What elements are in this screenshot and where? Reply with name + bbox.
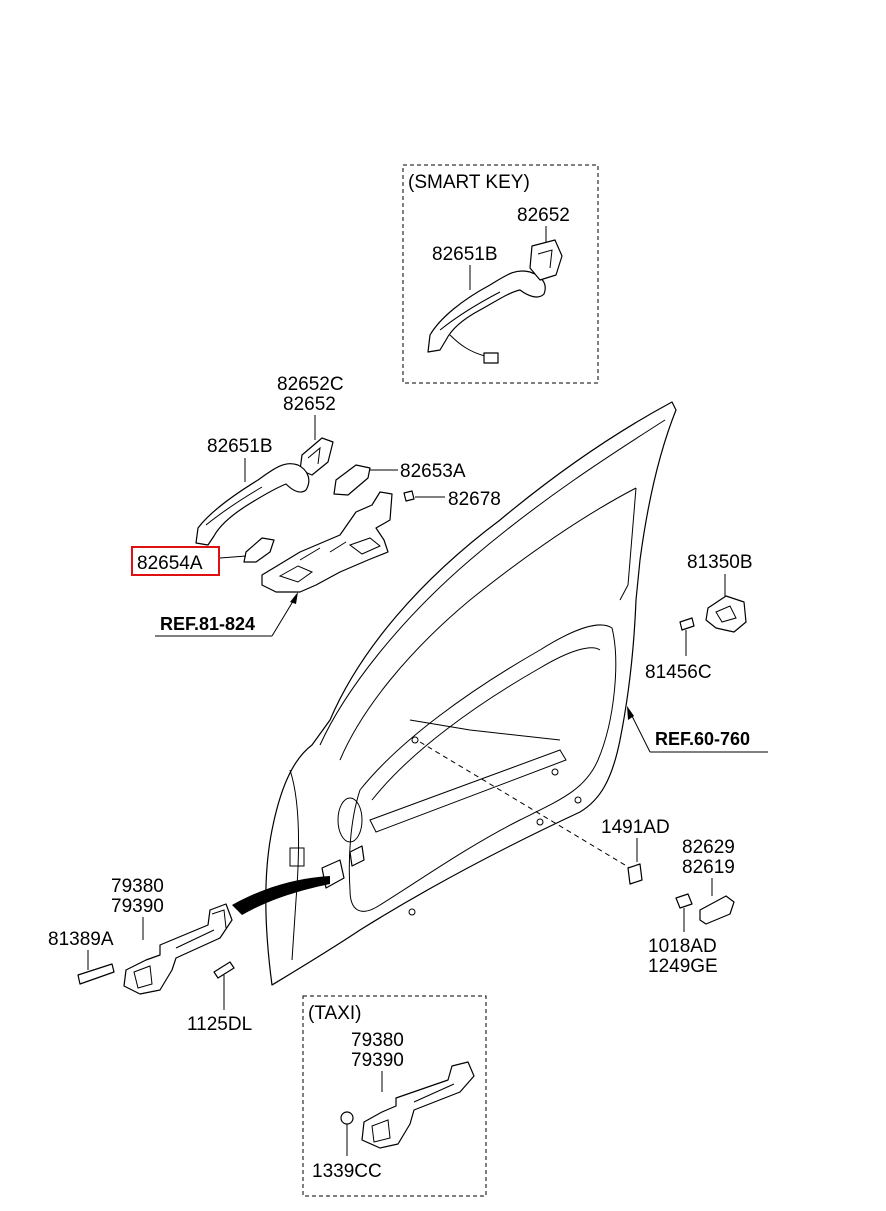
- taxi-label-79390[interactable]: 79390: [351, 1050, 404, 1071]
- ref-81-824[interactable]: REF.81-824: [160, 614, 255, 634]
- label-82654a[interactable]: 82654A: [137, 553, 203, 574]
- ref-60-760[interactable]: REF.60-760: [655, 729, 750, 749]
- label-79380[interactable]: 79380: [111, 876, 164, 897]
- label-82652[interactable]: 82652: [283, 394, 336, 415]
- label-82652c[interactable]: 82652C: [277, 374, 344, 395]
- label-82619[interactable]: 82619: [682, 857, 735, 878]
- label-1491ad[interactable]: 1491AD: [601, 817, 670, 838]
- door-check-callout-arrow: [232, 876, 330, 915]
- trim-82629: [699, 895, 735, 925]
- bracket-detail-c: [299, 541, 347, 561]
- taxi-title: (TAXI): [308, 1003, 361, 1024]
- clip-82678: [403, 490, 415, 502]
- label-82678[interactable]: 82678: [448, 489, 501, 510]
- impact-beam-2: [409, 719, 561, 741]
- door-body: [265, 401, 677, 986]
- handle-frame-bracket: [261, 491, 393, 593]
- ref-81-824-arrow-line: [271, 597, 296, 637]
- smart-key-cap-detail: [537, 249, 553, 269]
- bracket-81350b: [705, 595, 747, 633]
- door-inner-opening: [348, 624, 617, 912]
- handle-detail: [205, 486, 263, 526]
- door-check-group: 79380 79390 81389A 1125DL: [48, 876, 252, 1035]
- label-81350b[interactable]: 81350B: [687, 552, 753, 573]
- taxi-group: (TAXI) 79380 79390 1339CC: [302, 995, 487, 1197]
- door-check-79380: [123, 903, 233, 995]
- window-frame-inner-2: [339, 487, 637, 761]
- ref-60-760-arrow-line: [629, 711, 651, 753]
- impact-beam-1: [369, 749, 567, 833]
- smart-key-group: (SMART KEY) 82652 82651B: [402, 164, 599, 384]
- window-frame-rear: [619, 487, 637, 601]
- smart-key-label-82651b[interactable]: 82651B: [432, 244, 498, 265]
- ref-81-824-arrowhead: [290, 592, 298, 604]
- taxi-check-detail-b: [413, 1083, 455, 1103]
- bolt-81389a: [77, 963, 115, 985]
- outside-door-handle: [195, 463, 310, 546]
- screw-81456c: [679, 617, 695, 631]
- washer-1339cc: [340, 1111, 354, 1125]
- handle-cap-detail: [307, 446, 321, 465]
- bracket-detail-b: [348, 537, 381, 555]
- bracket-81350b-detail: [715, 605, 737, 623]
- taxi-box: [302, 995, 487, 1197]
- door-inner-opening-rim: [371, 647, 601, 801]
- bracket-detail-a: [278, 565, 314, 583]
- outside-handle-group: 82652C 82652 82651B 82653A 82678 82654A …: [131, 374, 501, 637]
- taxi-label-1339cc[interactable]: 1339CC: [312, 1161, 382, 1182]
- door-check-detail-b: [175, 929, 215, 949]
- door-hole-5: [536, 818, 544, 826]
- screw-1018ad: [675, 893, 693, 909]
- smart-key-door-handle: [427, 270, 546, 353]
- smart-key-label-82652[interactable]: 82652: [517, 205, 570, 226]
- door-hole-4: [408, 908, 416, 916]
- door-front-edge: [289, 769, 299, 961]
- leader-82654a: [219, 555, 247, 559]
- gasket-82654a: [243, 537, 275, 563]
- label-1018ad[interactable]: 1018AD: [648, 936, 717, 957]
- smart-key-box: [402, 164, 599, 384]
- door-hole-3: [411, 736, 419, 744]
- gasket-82653a: [333, 464, 371, 496]
- label-79390[interactable]: 79390: [111, 896, 164, 917]
- label-81389a[interactable]: 81389A: [48, 929, 114, 950]
- smart-key-handle-cap: [529, 239, 563, 281]
- door-hole-7: [574, 796, 582, 804]
- smart-key-connector: [483, 352, 499, 364]
- dash-line-1491ad: [419, 741, 631, 869]
- clip-1491ad: [627, 863, 643, 885]
- label-81456c[interactable]: 81456C: [645, 662, 712, 683]
- door-hole-6: [551, 768, 559, 776]
- door-check-mount-2: [349, 845, 365, 867]
- highlight-82654a[interactable]: [131, 546, 220, 576]
- smart-key-handle-detail: [439, 291, 501, 331]
- taxi-label-79380[interactable]: 79380: [351, 1030, 404, 1051]
- window-frame-inner: [319, 419, 666, 746]
- taxi-door-check: [361, 1061, 475, 1149]
- smart-key-title: (SMART KEY): [408, 172, 530, 193]
- label-82629[interactable]: 82629: [682, 837, 735, 858]
- door-hole-1: [337, 797, 363, 843]
- label-82653a[interactable]: 82653A: [400, 461, 466, 482]
- taxi-check-detail-a: [371, 1119, 391, 1143]
- label-82651b[interactable]: 82651B: [207, 436, 273, 457]
- door-check-detail-c: [211, 909, 227, 929]
- ref-60-760-arrowhead: [627, 706, 634, 720]
- right-parts-group: 81350B 81456C REF.60-760 1491AD 82629 82…: [601, 552, 768, 977]
- door-hole-2: [289, 847, 305, 867]
- label-1249ge[interactable]: 1249GE: [648, 956, 718, 977]
- door-check-detail-a: [133, 965, 153, 989]
- label-1125dl[interactable]: 1125DL: [187, 1014, 252, 1035]
- bolt-1125dl: [213, 961, 235, 979]
